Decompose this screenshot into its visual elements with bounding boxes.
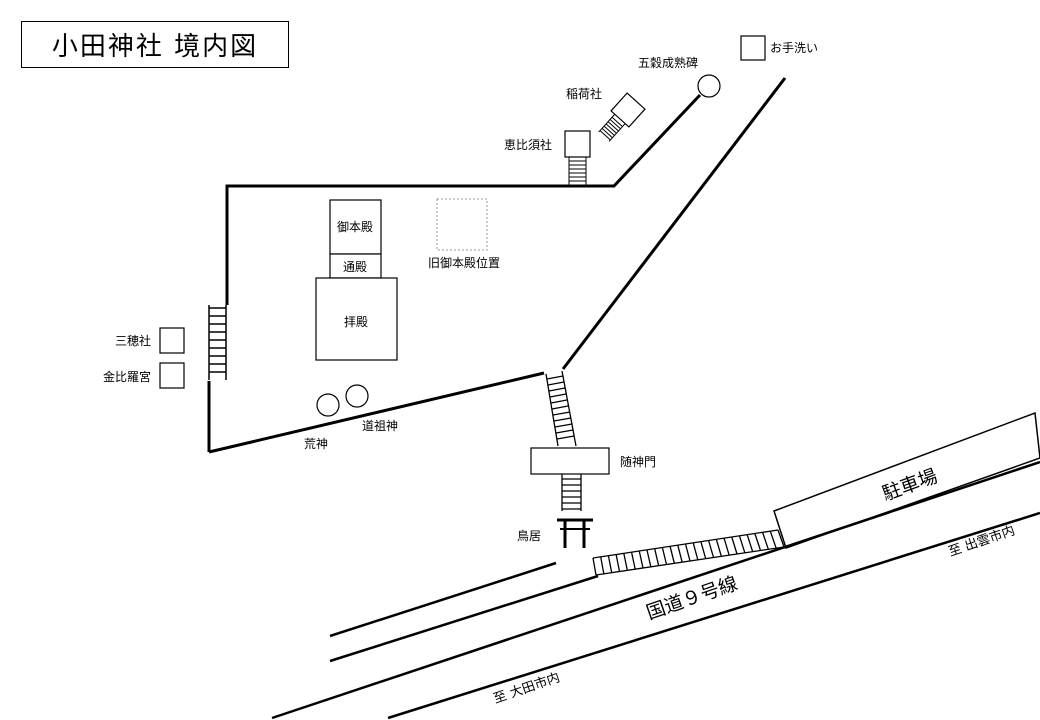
approach-stairs-upper bbox=[545, 370, 577, 447]
road-edge-south bbox=[387, 511, 1040, 720]
stair-tread bbox=[715, 539, 722, 557]
stair-tread bbox=[677, 545, 683, 563]
stair-tread bbox=[630, 552, 636, 570]
approach-stairs-lower bbox=[561, 474, 582, 511]
precinct-boundary-south bbox=[208, 371, 545, 454]
ebisu-sha-stairs bbox=[568, 157, 587, 185]
stair-tread bbox=[661, 547, 668, 565]
to-izumo-label: 至 出雲市内 bbox=[946, 522, 1017, 560]
torii-label: 鳥居 bbox=[517, 528, 541, 543]
stair-tread bbox=[669, 546, 675, 564]
stair-tread bbox=[723, 537, 730, 556]
ebisu-sha-label: 恵比須社 bbox=[504, 137, 552, 152]
stair-tread bbox=[615, 554, 621, 572]
stair-tread bbox=[708, 540, 715, 558]
zuishinmon-box bbox=[530, 447, 610, 475]
kojin-label: 荒神 bbox=[304, 437, 328, 451]
stair-tread bbox=[777, 529, 785, 548]
precinct-boundary-east bbox=[561, 77, 787, 370]
otearai-label: お手洗い bbox=[770, 41, 818, 55]
stair-tread bbox=[731, 536, 738, 555]
inari-sha bbox=[598, 92, 646, 142]
stair-tread bbox=[592, 557, 597, 576]
haiden-box bbox=[315, 277, 398, 361]
west-stairs bbox=[208, 305, 227, 380]
ebisu-sha-box bbox=[564, 130, 591, 158]
tsuuden-box bbox=[329, 253, 382, 279]
kojin-stone bbox=[316, 393, 340, 417]
old-gohonden-label: 旧御本殿位置 bbox=[428, 255, 500, 270]
gokoku-seijukuhi-label: 五穀成熟碑 bbox=[638, 55, 698, 70]
dosojin-stone bbox=[345, 384, 369, 408]
stair-tread bbox=[769, 530, 777, 549]
parking-lot bbox=[773, 411, 1040, 549]
parking-stairs-treads bbox=[592, 529, 785, 576]
stair-tread bbox=[607, 555, 613, 573]
konpira-gu-box bbox=[159, 362, 185, 389]
old-road-line-1 bbox=[329, 561, 557, 638]
gokoku-seijukuhi-stone bbox=[697, 74, 721, 98]
miho-sha-label: 三穂社 bbox=[115, 333, 151, 348]
gohonden-box bbox=[329, 199, 382, 255]
stair-tread bbox=[623, 553, 628, 571]
map-title: 小田神社 境内図 bbox=[21, 21, 289, 68]
torii-gate-icon bbox=[557, 518, 593, 548]
inari-sha-label: 稲荷社 bbox=[566, 86, 602, 101]
stair-tread bbox=[761, 532, 769, 550]
tsuuden-label: 通殿 bbox=[343, 260, 367, 274]
stair-tread bbox=[654, 548, 660, 566]
stair-tread bbox=[646, 549, 652, 567]
stair-tread bbox=[700, 541, 707, 559]
stair-tread bbox=[754, 533, 762, 551]
old-road-line-2 bbox=[329, 574, 599, 663]
road-edge-north bbox=[271, 460, 1040, 720]
stair-tread bbox=[692, 542, 699, 561]
gohonden-label: 御本殿 bbox=[337, 219, 373, 234]
old-gohonden-site bbox=[436, 198, 488, 251]
otearai-box bbox=[740, 35, 766, 61]
stair-tread bbox=[738, 535, 746, 554]
zuishinmon-label: 随神門 bbox=[620, 454, 656, 469]
konpira-gu-label: 金比羅宮 bbox=[103, 369, 151, 384]
stair-tread bbox=[684, 543, 691, 562]
haiden-label: 拝殿 bbox=[344, 315, 368, 329]
stair-tread bbox=[746, 534, 754, 552]
kokudo-label: 国道９号線 bbox=[644, 572, 741, 624]
miho-sha-box bbox=[159, 327, 185, 354]
stair-tread bbox=[600, 556, 605, 574]
stair-tread bbox=[638, 550, 644, 569]
dosojin-label: 道祖神 bbox=[362, 418, 398, 433]
